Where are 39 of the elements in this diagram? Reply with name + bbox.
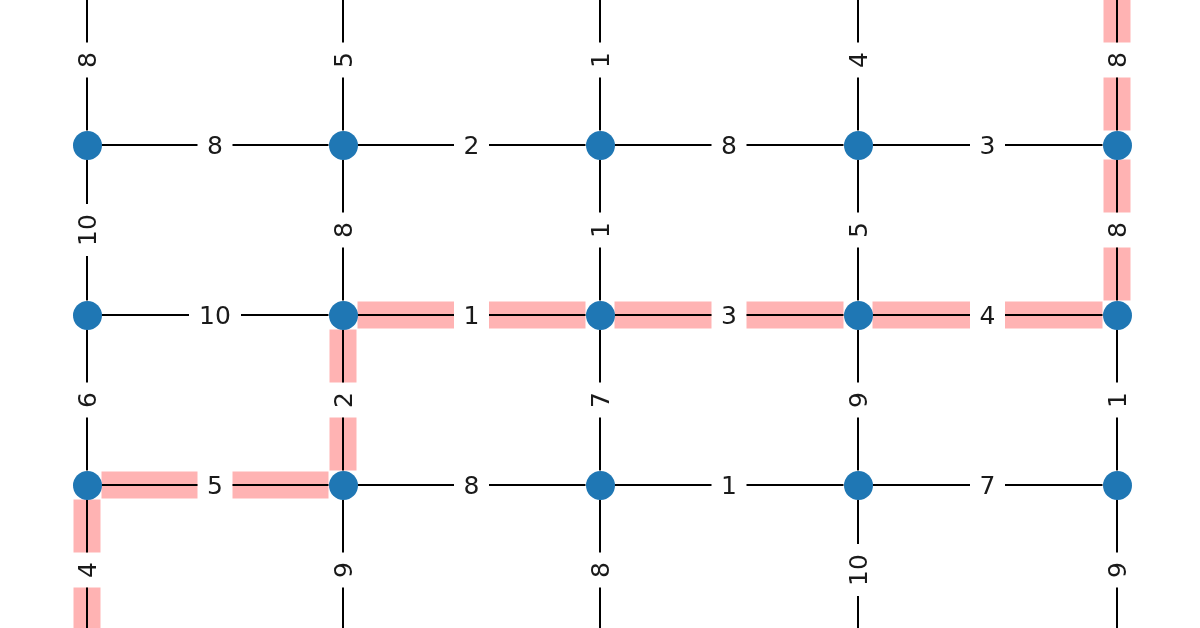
edge-line (342, 0, 344, 132)
node-dot (1102, 130, 1132, 160)
edge-line (857, 158, 859, 302)
edge-line (1116, 498, 1118, 628)
node-dot (843, 470, 873, 500)
edge-line (342, 158, 344, 302)
node-dot (1102, 300, 1132, 330)
edge-line (599, 498, 601, 628)
node-dot (72, 470, 102, 500)
node-dot (328, 300, 358, 330)
edge-line (356, 144, 587, 146)
node-dot (328, 130, 358, 160)
edge-line (599, 158, 601, 302)
edge-line (599, 0, 601, 132)
edge-line (599, 328, 601, 472)
edge-line (1116, 328, 1118, 472)
edge-line (356, 484, 587, 486)
node-dot (1102, 470, 1132, 500)
node-dot (843, 300, 873, 330)
edge-line (86, 0, 88, 132)
edge-line (342, 498, 344, 628)
edge-line (86, 328, 88, 472)
edge-line (100, 144, 330, 146)
node-dot (585, 470, 615, 500)
node-dot (72, 130, 102, 160)
edge-line (613, 484, 845, 486)
node-dot (328, 470, 358, 500)
node-dot (585, 300, 615, 330)
node-dot (72, 300, 102, 330)
edge-line (613, 144, 845, 146)
edge-line (100, 314, 330, 316)
edge-line (871, 484, 1104, 486)
edge-line (857, 0, 859, 132)
node-dot (843, 130, 873, 160)
edge-line (857, 498, 859, 628)
edge-line (86, 158, 88, 302)
edge-line (857, 328, 859, 472)
edge-line (871, 144, 1104, 146)
node-dot (585, 130, 615, 160)
